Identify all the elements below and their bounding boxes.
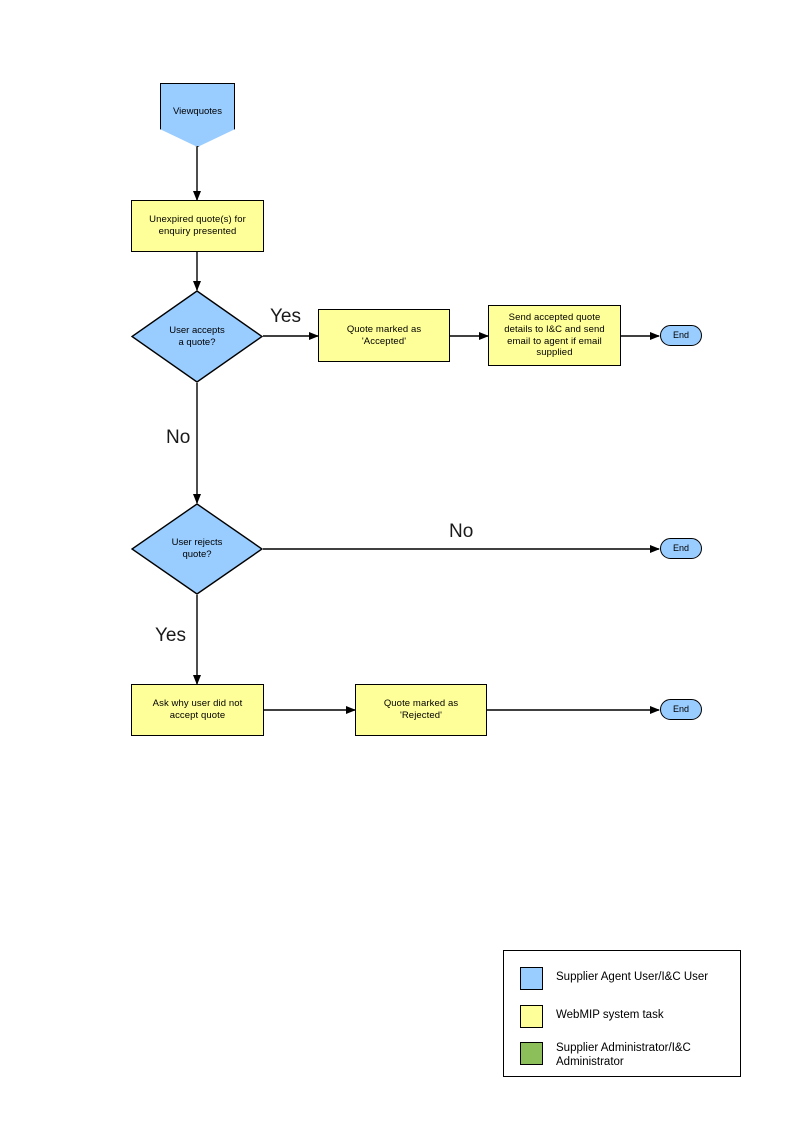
node-label: End <box>672 330 689 341</box>
legend-item-webmip-task: WebMIP system task <box>520 1004 664 1028</box>
legend-label: Supplier Agent User/I&C User <box>556 971 709 983</box>
legend-box: Supplier Agent User/I&C User WebMIP syst… <box>503 950 741 1077</box>
node-label: Quote marked as 'Accepted' <box>346 323 422 347</box>
node-label: User accepts a quote? <box>169 324 225 348</box>
node-quote-marked-rejected[interactable]: Quote marked as 'Rejected' <box>355 684 487 736</box>
edge-label-accepts-no: No <box>166 427 191 448</box>
legend-swatch-actor-user <box>520 967 543 990</box>
node-quote-marked-accepted[interactable]: Quote marked as 'Accepted' <box>318 309 450 362</box>
legend-label: Supplier Administrator/I&C Administrator <box>556 1042 691 1069</box>
legend-swatch-system-task <box>520 1005 543 1028</box>
edge-label-accepts-yes: Yes <box>270 306 301 327</box>
edge-label-rejects-no: No <box>449 521 474 542</box>
node-label: End <box>672 543 689 554</box>
node-decision-user-rejects[interactable]: User rejects quote? <box>131 503 263 595</box>
edge-label-rejects-yes: Yes <box>155 625 186 646</box>
node-label: Viewquotes <box>173 106 222 117</box>
node-label: End <box>672 704 689 715</box>
node-label: Unexpired quote(s) for enquiry presented <box>149 214 246 237</box>
legend-item-supplier-administrator: Supplier Administrator/I&C Administrator <box>520 1041 691 1069</box>
node-end-rejected[interactable]: End <box>660 699 702 720</box>
diamond-shape <box>131 503 263 595</box>
node-label: Quote marked as 'Rejected' <box>383 698 459 721</box>
node-unexpired-quotes[interactable]: Unexpired quote(s) for enquiry presented <box>131 200 264 252</box>
node-label: Send accepted quote details to I&C and s… <box>504 312 605 359</box>
diamond-shape <box>131 290 263 383</box>
legend-label: WebMIP system task <box>556 1009 664 1021</box>
node-label: Ask why user did not accept quote <box>152 698 243 721</box>
legend-swatch-administrator <box>520 1042 543 1065</box>
node-decision-user-accepts[interactable]: User accepts a quote? <box>131 290 263 383</box>
node-ask-why-not-accept[interactable]: Ask why user did not accept quote <box>131 684 264 736</box>
node-label: User rejects quote? <box>171 537 223 560</box>
legend-item-supplier-agent: Supplier Agent User/I&C User <box>520 966 708 990</box>
node-end-no-rejection[interactable]: End <box>660 538 702 559</box>
node-end-accepted[interactable]: End <box>660 325 702 346</box>
node-send-accepted-details[interactable]: Send accepted quote details to I&C and s… <box>488 305 621 366</box>
